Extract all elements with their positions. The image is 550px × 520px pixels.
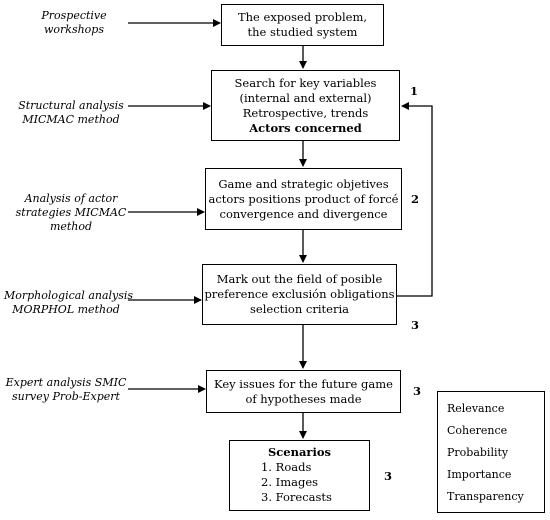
box-line: Search for key variables — [234, 75, 377, 90]
label-line: MORPHOL method — [12, 303, 120, 316]
box-field-of-possible: Mark out the field of posible preference… — [202, 264, 397, 325]
box-line: actors positions product of forcé — [208, 191, 399, 206]
box-key-variables: Search for key variables (internal and e… — [211, 70, 400, 141]
criteria-item: Relevance — [447, 402, 505, 415]
label-line: Morphological analysis — [4, 289, 134, 302]
scenario-item: 1. Roads — [261, 460, 312, 474]
box-line: (internal and external) — [239, 90, 372, 105]
label-morphological-analysis: Morphological analysis MORPHOL method — [4, 289, 133, 317]
step-number-1: 1 — [410, 84, 419, 98]
step-number-3a: 3 — [411, 318, 420, 332]
box-line: Retrospective, trends — [242, 105, 369, 120]
step-number-3b: 3 — [413, 384, 422, 398]
label-line: workshops — [43, 23, 104, 36]
box-exposed-problem: The exposed problem, the studied system — [221, 4, 384, 46]
box-line: convergence and divergence — [219, 206, 388, 221]
box-line: the studied system — [247, 25, 358, 39]
label-expert-analysis: Expert analysis SMIC survey Prob-Expert — [4, 376, 128, 404]
feedback-loop — [397, 102, 433, 297]
label-line: Structural analysis — [18, 99, 124, 112]
label-line: survey Prob-Expert — [12, 390, 120, 403]
step-number-3c: 3 — [384, 469, 393, 483]
criteria-item: Coherence — [447, 424, 508, 437]
label-line: Prospective — [41, 9, 107, 22]
criteria-item: Importance — [447, 468, 512, 481]
box-strategic-objectives: Game and strategic objetives actors posi… — [205, 168, 402, 230]
scenarios-title: Scenarios — [267, 445, 331, 459]
box-line: Game and strategic objetives — [218, 176, 389, 191]
label-prospective-workshops: Prospective workshops — [24, 9, 124, 37]
criteria-item: Transparency — [447, 490, 524, 503]
box-line-bold: Actors concerned — [249, 120, 362, 135]
label-line: strategies MICMAC — [15, 206, 127, 219]
criteria-box: Relevance Coherence Probability Importan… — [437, 391, 545, 513]
scenario-item: 3. Forecasts — [261, 490, 332, 504]
label-line: Expert analysis SMIC — [5, 376, 127, 389]
label-actor-strategies: Analysis of actor strategies MICMAC meth… — [14, 192, 128, 234]
scenario-item: 2. Images — [261, 475, 319, 489]
label-line: Analysis of actor — [24, 192, 118, 205]
box-scenarios: Scenarios 1. Roads 2. Images 3. Forecast… — [229, 440, 370, 511]
label-structural-analysis: Structural analysis MICMAC method — [14, 99, 128, 127]
label-line: MICMAC method — [22, 113, 120, 126]
box-line: of hypotheses made — [245, 391, 362, 406]
box-line: Mark out the field of posible — [216, 272, 383, 286]
box-line: preference exclusión obligations — [204, 287, 395, 301]
box-line: selection criteria — [250, 302, 349, 316]
box-key-issues: Key issues for the future game of hypoth… — [206, 370, 401, 413]
label-line: method — [49, 220, 93, 233]
box-line: Key issues for the future game — [214, 376, 393, 391]
step-number-2: 2 — [411, 192, 420, 206]
box-line: The exposed problem, — [237, 10, 368, 24]
criteria-item: Probability — [447, 446, 509, 459]
scenarios-list: 1. Roads 2. Images 3. Forecasts — [261, 460, 332, 505]
